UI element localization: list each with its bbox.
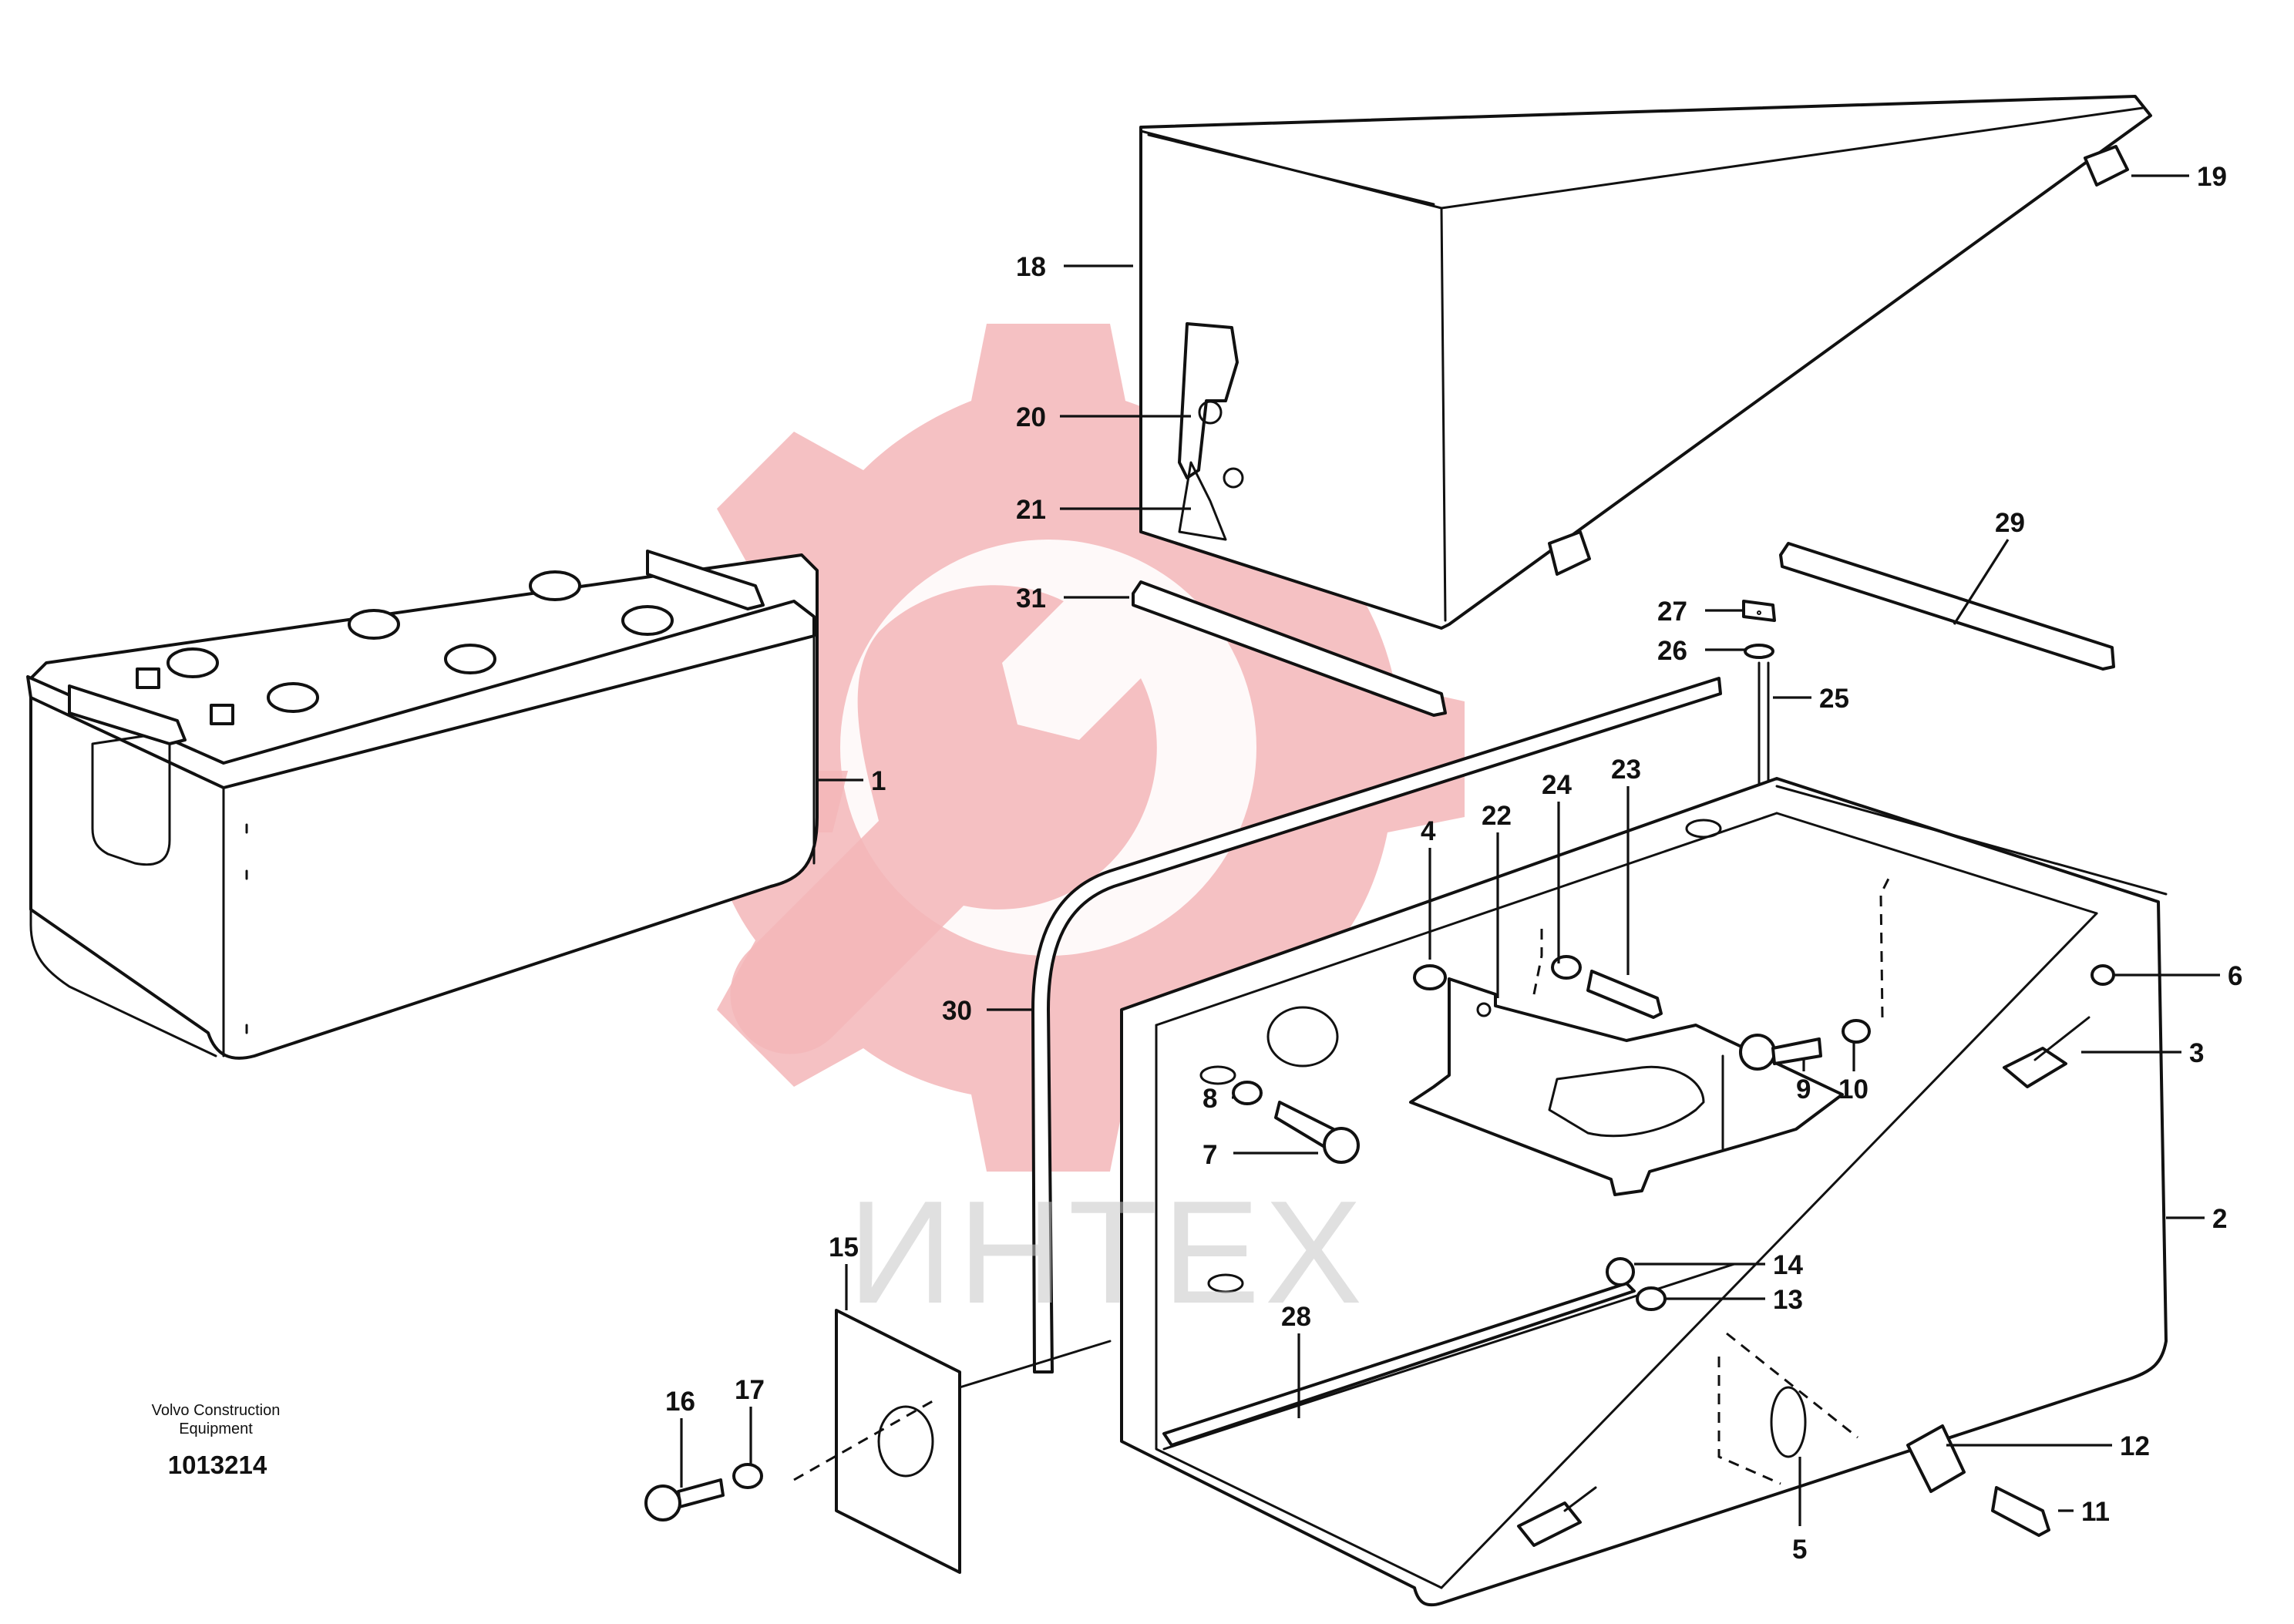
callout-18: 18 bbox=[1016, 252, 1046, 282]
callout-21: 21 bbox=[1016, 495, 1046, 525]
credit-line-1: Volvo Construction bbox=[152, 1402, 281, 1419]
callout-29: 29 bbox=[1995, 508, 2025, 538]
assembly-paths bbox=[793, 878, 1890, 1485]
callout-24: 24 bbox=[1542, 770, 1572, 800]
callout-16: 16 bbox=[665, 1387, 695, 1417]
callout-31: 31 bbox=[1016, 583, 1046, 614]
callout-10: 10 bbox=[1838, 1074, 1868, 1105]
callout-23: 23 bbox=[1611, 755, 1641, 785]
leader-lines bbox=[680, 174, 2220, 1526]
credit-line-2: Equipment bbox=[179, 1421, 253, 1437]
callout-22: 22 bbox=[1482, 801, 1512, 831]
callout-17: 17 bbox=[735, 1375, 765, 1405]
battery-tray bbox=[1120, 777, 2168, 1607]
bracket-plate-22 bbox=[1409, 977, 1844, 1196]
callout-2: 2 bbox=[2212, 1204, 2227, 1234]
callout-30: 30 bbox=[942, 996, 972, 1026]
fastener-parts bbox=[644, 610, 2115, 1574]
callout-12: 12 bbox=[2120, 1431, 2150, 1461]
rubber-strip-29 bbox=[1779, 542, 2115, 671]
callout-5: 5 bbox=[1792, 1535, 1807, 1565]
rubber-strip-31 bbox=[1132, 580, 1447, 717]
battery-box-cover bbox=[1139, 95, 2152, 630]
callout-labels: 1 2 3 4 5 6 7 8 9 10 11 12 13 14 15 16 1… bbox=[665, 162, 2242, 1565]
callout-14: 14 bbox=[1773, 1250, 1803, 1280]
callout-20: 20 bbox=[1016, 402, 1046, 432]
callout-3: 3 bbox=[2189, 1038, 2204, 1068]
callout-6: 6 bbox=[2228, 961, 2242, 991]
callout-13: 13 bbox=[1773, 1285, 1803, 1315]
callout-7: 7 bbox=[1202, 1140, 1217, 1170]
callout-4: 4 bbox=[1421, 816, 1436, 846]
callout-1: 1 bbox=[871, 766, 886, 796]
callout-26: 26 bbox=[1657, 636, 1687, 666]
callout-28: 28 bbox=[1281, 1302, 1311, 1332]
callout-9: 9 bbox=[1796, 1074, 1811, 1105]
edge-strip-30 bbox=[1031, 677, 1722, 1374]
callout-19: 19 bbox=[2197, 162, 2227, 192]
callout-27: 27 bbox=[1657, 597, 1687, 627]
watermark-text: ИНТЕХ bbox=[848, 1171, 1367, 1334]
document-number: 1013214 bbox=[168, 1451, 267, 1479]
battery bbox=[26, 550, 819, 1060]
callout-15: 15 bbox=[829, 1232, 859, 1263]
callout-25: 25 bbox=[1819, 684, 1849, 714]
callout-8: 8 bbox=[1202, 1084, 1217, 1114]
callout-11: 11 bbox=[2081, 1497, 2110, 1527]
